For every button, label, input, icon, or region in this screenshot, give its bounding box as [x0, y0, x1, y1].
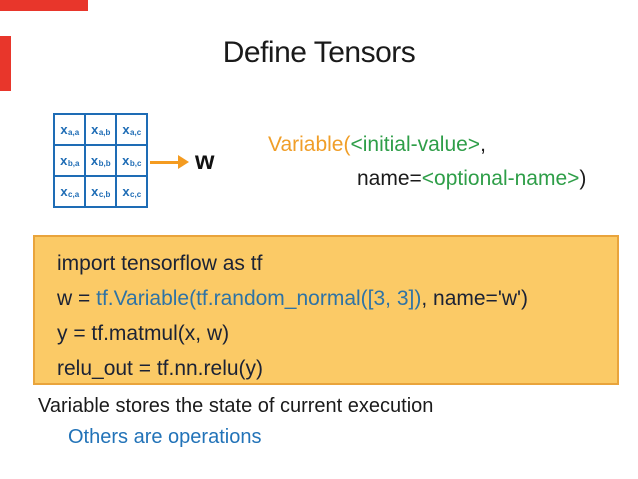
code-line-import: import tensorflow as tf	[57, 252, 263, 275]
note-others-operations: Others are operations	[68, 426, 262, 448]
code-line-matmul: y = tf.matmul(x, w)	[57, 322, 230, 345]
signature-line-2: name=<optional-name>)	[357, 162, 586, 196]
signature-line-1: Variable(<initial-value>,	[268, 128, 586, 162]
signature-name-keyword: name=	[357, 167, 422, 190]
signature-function-name: Variable(	[268, 133, 351, 156]
code-line-variable: w = tf.Variable(tf.random_normal([3, 3])…	[57, 287, 528, 310]
code-box: import tensorflow as tf w = tf.Variable(…	[33, 235, 619, 385]
red-accent-bar-left	[0, 36, 11, 91]
arrow-right-icon	[150, 155, 190, 169]
variable-signature: Variable(<initial-value>, name=<optional…	[268, 128, 586, 196]
note-variable-state: Variable stores the state of current exe…	[38, 395, 434, 417]
signature-close-paren: )	[579, 167, 587, 190]
code-line-relu: relu_out = tf.nn.relu(y)	[57, 357, 264, 380]
signature-optional-name-arg: <optional-name>	[421, 167, 580, 190]
signature-initial-value-arg: <initial-value>	[350, 133, 481, 156]
red-accent-bar-top	[0, 0, 88, 11]
page-title: Define Tensors	[222, 36, 416, 69]
matrix-label-w: w	[195, 147, 215, 175]
code-highlight-tf-variable: tf.Variable(tf.random_normal([3, 3])	[96, 287, 422, 310]
signature-comma: ,	[480, 133, 486, 156]
